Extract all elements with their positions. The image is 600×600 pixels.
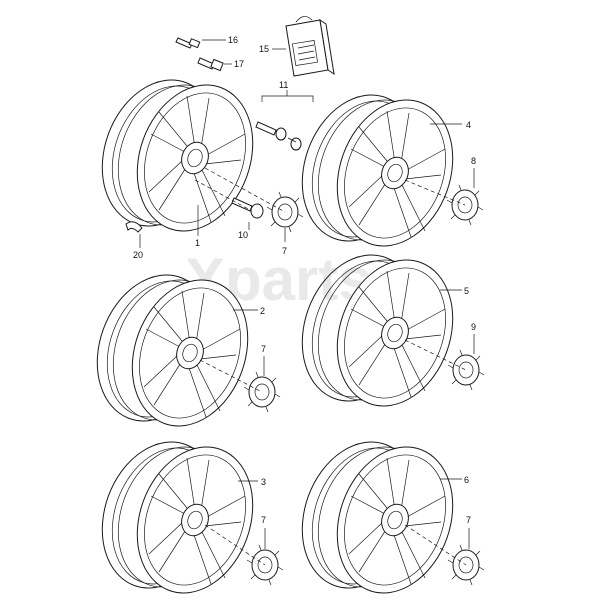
callout-10: 10 xyxy=(238,230,248,240)
callout-1: 1 xyxy=(195,238,200,248)
wheel-rim-3[interactable] xyxy=(82,425,273,600)
callout-7b: 7 xyxy=(261,344,266,354)
callout-7c: 7 xyxy=(261,515,266,525)
callout-9: 9 xyxy=(471,322,476,332)
callout-6: 6 xyxy=(464,475,469,485)
center-cap-7b[interactable] xyxy=(243,371,281,413)
callout-4: 4 xyxy=(466,120,471,130)
valve-icon[interactable] xyxy=(175,37,224,72)
wheel-rim-6[interactable] xyxy=(282,425,473,600)
callout-16: 16 xyxy=(228,35,238,45)
callout-5: 5 xyxy=(464,286,469,296)
callout-7: 7 xyxy=(282,246,287,256)
callout-11: 11 xyxy=(279,80,288,90)
wheel-rim-1[interactable] xyxy=(82,63,273,248)
callout-2: 2 xyxy=(260,306,265,316)
callout-7d: 7 xyxy=(466,515,471,525)
wheel-bolt-10[interactable] xyxy=(231,197,264,219)
callout-20: 20 xyxy=(133,250,143,260)
center-cap-9[interactable] xyxy=(447,349,485,391)
callout-3: 3 xyxy=(261,477,266,487)
valve-hose-20[interactable] xyxy=(125,221,143,233)
bolt-kit-box-icon[interactable] xyxy=(285,16,335,77)
wheel-rim-4[interactable] xyxy=(282,78,473,263)
callout-8: 8 xyxy=(471,156,476,166)
callout-15: 15 xyxy=(259,44,269,54)
wheel-bolt-icon[interactable] xyxy=(255,121,302,151)
callout-17: 17 xyxy=(234,59,244,69)
